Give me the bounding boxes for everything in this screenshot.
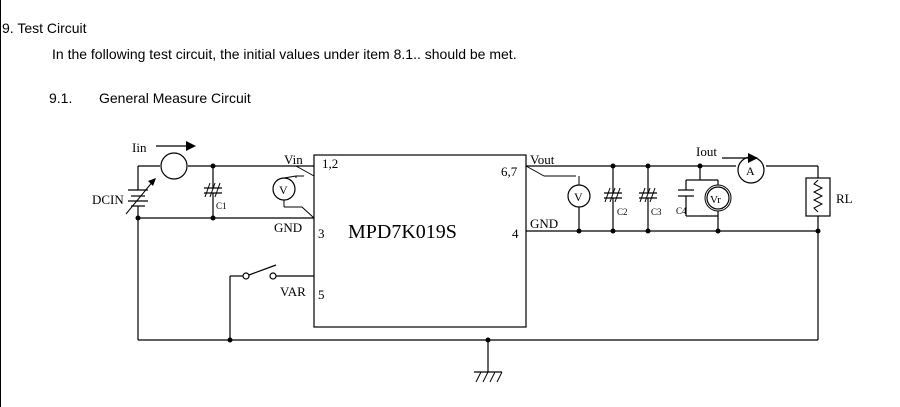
page-left-border [0, 0, 1, 407]
label-iin: Iin [132, 140, 147, 155]
vr-meter [706, 186, 730, 210]
pin-gnd-label: GND [274, 220, 302, 235]
pin-gnd-out-label: GND [530, 216, 558, 231]
iin-meter [160, 152, 188, 180]
resistor-rl [805, 177, 831, 217]
subsection-number: 9.1. [49, 90, 73, 106]
label-c4: C4 [676, 206, 687, 216]
subsection-title: General Measure Circuit [99, 90, 251, 106]
label-c3: C3 [651, 207, 662, 217]
pin-var-number: 5 [318, 287, 325, 302]
section-heading: 9. Test Circuit [2, 20, 87, 36]
pin-vin-label: Vin [284, 152, 303, 167]
pin-var-label: VAR [280, 284, 306, 299]
pin-gnd-out-number: 4 [512, 226, 519, 241]
vr-meter-label: Vr [710, 194, 721, 206]
ic-box [313, 154, 527, 328]
label-c1: C1 [216, 201, 227, 211]
ammeter-output-label: A [746, 164, 755, 178]
voltmeter-output-label: V [574, 190, 583, 204]
ic-name: MPD7K019S [348, 221, 457, 243]
label-c2: C2 [617, 207, 628, 217]
label-dcin: DCIN [92, 192, 124, 207]
label-iout: Iout [696, 144, 717, 159]
pin-vout-label: Vout [530, 152, 555, 167]
var-switch [242, 272, 250, 280]
label-rl: RL [836, 191, 853, 206]
voltmeter-input-label: V [279, 183, 288, 197]
pin-gnd-number: 3 [318, 226, 325, 241]
section-intro: In the following test circuit, the initi… [52, 46, 517, 62]
pin-vout-number: 6,7 [501, 164, 518, 179]
pin-vin-number: 1,2 [322, 156, 338, 171]
